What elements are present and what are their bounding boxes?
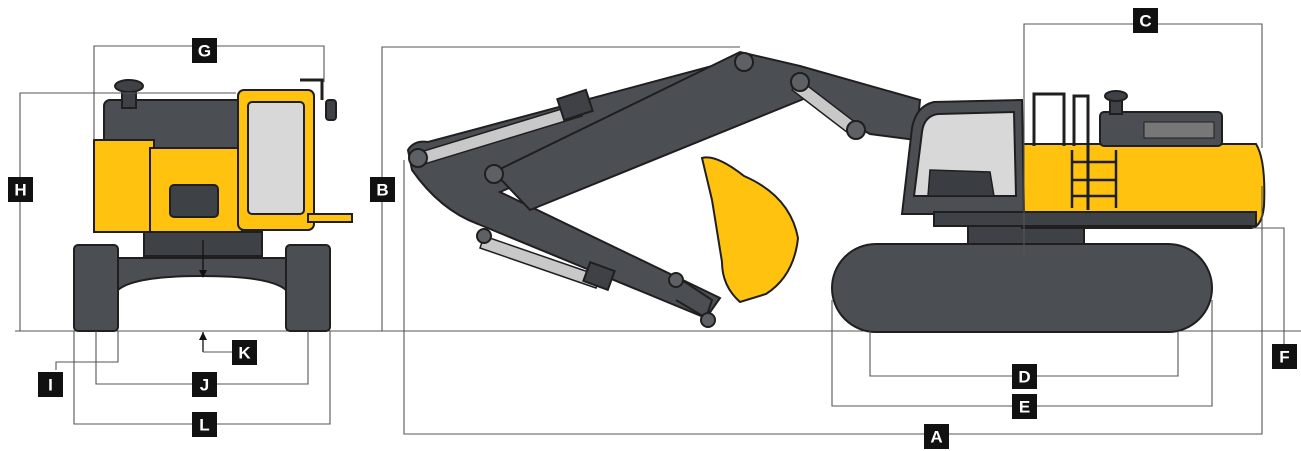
- label-k-text: K: [238, 344, 251, 363]
- front-right-track: [285, 244, 331, 332]
- label-j-text: J: [200, 376, 209, 395]
- side-arm-cylinder-barrel: [556, 88, 594, 122]
- side-pin-boom-top: [734, 52, 754, 72]
- label-k: K: [232, 340, 257, 365]
- side-bucket-cylinder: [479, 235, 601, 289]
- side-pin-boom-cyl: [790, 72, 810, 92]
- side-exhaust-cap: [1104, 90, 1128, 102]
- label-e-text: E: [1019, 398, 1030, 417]
- dim-b-line: [381, 46, 740, 331]
- side-upper-structure: [1021, 143, 1266, 229]
- label-b-text: B: [376, 181, 388, 200]
- label-d-text: D: [1018, 368, 1030, 387]
- side-pin-arm-tip: [408, 148, 428, 168]
- label-h-text: H: [14, 181, 26, 200]
- side-bucket-linkage: [675, 275, 714, 320]
- front-exhaust-cap: [114, 79, 144, 93]
- label-l-text: L: [199, 416, 209, 435]
- ground-clearance-arrowhead: [199, 332, 207, 340]
- side-pin-boom-arm: [484, 164, 504, 184]
- label-e: E: [1012, 394, 1037, 419]
- dim-f-line: [1252, 227, 1285, 344]
- side-deck: [933, 211, 1257, 227]
- front-step-plate: [307, 213, 353, 223]
- side-track: [831, 243, 1213, 333]
- label-i: I: [38, 372, 63, 397]
- dim-a-line: [403, 160, 1263, 435]
- front-center-arrowhead: [199, 270, 207, 278]
- side-engine-grille: [1143, 121, 1215, 139]
- side-cab-seat: [927, 169, 995, 197]
- label-d: D: [1012, 364, 1037, 389]
- label-c: C: [1133, 8, 1158, 33]
- label-l: L: [192, 412, 217, 437]
- side-pin-boom-base: [846, 120, 866, 140]
- label-g: G: [192, 38, 217, 63]
- front-view-excavator: [73, 78, 353, 352]
- front-engine-panel: [93, 139, 155, 233]
- label-f-text: F: [1279, 348, 1289, 367]
- side-pin-arm-lower: [476, 228, 492, 244]
- label-b: B: [370, 177, 395, 202]
- side-handrail: [1032, 92, 1090, 210]
- dim-i-line: [55, 331, 119, 370]
- label-f: F: [1272, 344, 1297, 369]
- side-pin-bucket-1: [668, 272, 684, 288]
- side-view-excavator: [406, 50, 1266, 333]
- front-center-inner: [169, 184, 219, 218]
- label-j: J: [192, 372, 217, 397]
- side-bucket: [700, 156, 800, 304]
- label-g-text: G: [198, 42, 211, 61]
- front-cab-window: [247, 101, 305, 215]
- front-mirror-arm: [300, 78, 324, 100]
- label-a-text: A: [930, 428, 942, 447]
- label-h: H: [8, 177, 33, 202]
- side-ladder: [1070, 150, 1118, 208]
- side-bucket-cylinder-barrel: [582, 260, 616, 292]
- front-mirror: [325, 99, 337, 121]
- dim-h-line: [19, 92, 236, 331]
- label-i-text: I: [48, 376, 53, 395]
- label-c-text: C: [1139, 12, 1151, 31]
- label-a: A: [924, 424, 949, 449]
- front-left-track: [73, 244, 119, 332]
- side-pin-bucket-2: [700, 312, 716, 328]
